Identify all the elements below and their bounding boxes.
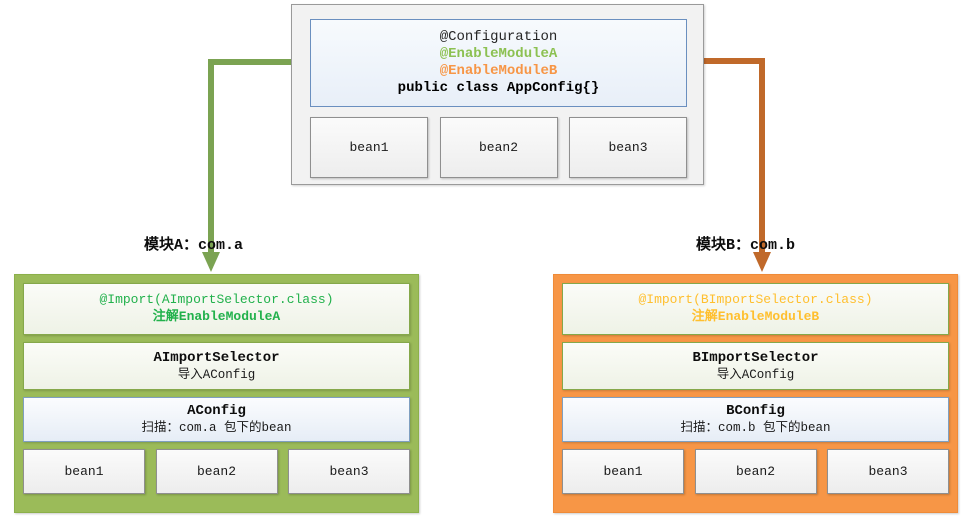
module-b-selector-subtitle: 导入AConfig	[716, 367, 795, 382]
module-b-selector-card: BImportSelector 导入AConfig	[562, 342, 949, 390]
annotation-configuration: @Configuration	[439, 28, 558, 45]
module-b-selector-title: BImportSelector	[692, 349, 819, 366]
module-b-config-card: BConfig 扫描：com.b 包下的bean	[562, 397, 949, 442]
module-b-label: 模块B：com.b	[696, 237, 796, 254]
module-a-panel: @Import(AImportSelector.class) 注解EnableM…	[14, 274, 419, 513]
bean-box: bean3	[827, 449, 949, 494]
arrowhead-module-a	[202, 252, 220, 272]
bean-box: bean1	[310, 117, 428, 178]
module-a-config-card: AConfig 扫描：com.a 包下的bean	[23, 397, 410, 442]
module-a-selector-title: AImportSelector	[153, 349, 280, 366]
module-a-import-card: @Import(AImportSelector.class) 注解EnableM…	[23, 283, 410, 335]
module-a-selector-card: AImportSelector 导入AConfig	[23, 342, 410, 390]
module-b-panel: @Import(BImportSelector.class) 注解EnableM…	[553, 274, 958, 513]
module-b-config-subtitle: 扫描：com.b 包下的bean	[680, 421, 831, 436]
module-b-bean-row: bean1 bean2 bean3	[562, 449, 949, 494]
bean-box: bean1	[23, 449, 145, 494]
bean-box: bean1	[562, 449, 684, 494]
module-a-bean-row: bean1 bean2 bean3	[23, 449, 410, 494]
bean-box: bean2	[439, 117, 558, 178]
app-config-class-declaration: public class AppConfig{}	[397, 80, 600, 97]
arrowhead-module-b	[753, 252, 771, 272]
module-b-import-card: @Import(BImportSelector.class) 注解EnableM…	[562, 283, 949, 335]
module-a-config-title: AConfig	[187, 403, 246, 420]
module-b-import-annotation: @Import(BImportSelector.class)	[638, 292, 873, 308]
module-a-import-annotation: @Import(AImportSelector.class)	[99, 292, 334, 308]
bean-box: bean3	[288, 449, 410, 494]
module-b-config-title: BConfig	[726, 403, 785, 420]
module-a-label: 模块A：com.a	[144, 237, 244, 254]
annotation-enable-module-b: @EnableModuleB	[439, 63, 558, 79]
app-config-bean-row: bean1 bean2 bean3	[310, 117, 687, 178]
module-b-import-caption: 注解EnableModuleB	[691, 309, 820, 324]
bean-box: bean3	[569, 117, 687, 178]
module-a-selector-subtitle: 导入AConfig	[177, 367, 256, 382]
module-a-import-caption: 注解EnableModuleA	[152, 309, 281, 324]
app-config-class-box: @Configuration @EnableModuleA @EnableMod…	[310, 19, 687, 107]
annotation-enable-module-a: @EnableModuleA	[439, 45, 558, 62]
module-a-config-subtitle: 扫描：com.a 包下的bean	[141, 421, 292, 436]
bean-box: bean2	[155, 449, 278, 494]
bean-box: bean2	[694, 449, 817, 494]
app-config-container: @Configuration @EnableModuleA @EnableMod…	[291, 4, 704, 185]
